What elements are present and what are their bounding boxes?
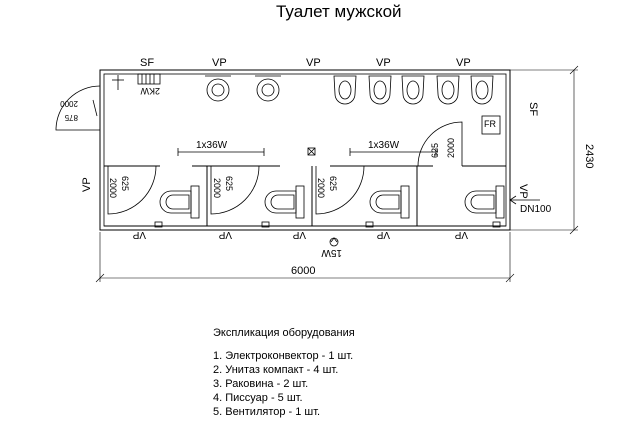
floor-drain-icon — [154, 221, 163, 228]
vp-urinal-label: VP — [456, 57, 471, 69]
vp-left-label: VP — [81, 177, 93, 192]
cabin-dim-label: 2000 — [446, 138, 456, 158]
plan-title: Туалет мужской — [276, 2, 402, 21]
cabin-dim-label: 625 — [430, 143, 440, 158]
urinal-group — [333, 75, 494, 105]
cabin-dim-label: 625 — [224, 176, 234, 191]
dimension-length — [95, 232, 515, 283]
toilet-group — [159, 185, 505, 219]
legend-item: 4. Писсуар - 5 шт. — [213, 392, 303, 404]
vp-right-label: VP — [517, 184, 529, 199]
floor-drain-icon — [365, 221, 374, 228]
legend-item: 1. Электроконвектор - 1 шт. — [213, 350, 354, 362]
fr-box — [481, 115, 501, 135]
toilet-icon — [159, 185, 200, 219]
door-width-label: 875 — [64, 113, 78, 122]
fan-label: 15W — [321, 247, 342, 258]
heater-icon — [137, 73, 161, 85]
toilet-icon — [369, 185, 410, 219]
legend-item: 3. Раковина - 2 шт. — [213, 378, 309, 390]
vp-mid-label: VP — [306, 57, 321, 69]
cabin-walls — [104, 165, 506, 227]
cabin-dim-label: 2000 — [316, 178, 326, 198]
heater-label: 2KW — [140, 86, 160, 96]
lamp-label: 1x36W — [196, 140, 228, 151]
vp-sink-label: VP — [212, 57, 227, 69]
cabin-dim-label: 2000 — [108, 178, 118, 198]
sf-right-label: SF — [527, 102, 539, 116]
junction-box-icon — [307, 147, 316, 156]
drain-label: DN100 — [520, 204, 552, 215]
door-height-label: 2000 — [60, 99, 78, 108]
urinal-icon — [368, 75, 392, 105]
lamp-icon — [349, 148, 437, 156]
cabin-dim-label: 2000 — [212, 178, 222, 198]
cabin-door — [417, 121, 463, 167]
vp-bottom-label: VP — [376, 229, 390, 240]
vp-bottom-label: VP — [454, 229, 468, 240]
urinal-icon — [470, 75, 494, 105]
floor-drain-icon — [492, 221, 501, 228]
toilet-icon — [464, 185, 505, 219]
lamp-label: 1x36W — [368, 140, 400, 151]
width-label: 2430 — [583, 144, 595, 168]
cabin-dim-label: 625 — [120, 176, 130, 191]
length-label: 6000 — [291, 265, 315, 277]
vp-bottom-label: VP — [132, 229, 146, 240]
cabin-door — [210, 165, 260, 215]
fan-icon — [329, 237, 339, 247]
urinal-icon — [436, 75, 460, 105]
urinal-icon — [401, 75, 425, 105]
switch-icon — [112, 75, 124, 90]
legend-item: 5. Вентилятор - 1 шт. — [213, 406, 321, 418]
cabin-doors — [107, 121, 501, 228]
cabin-door — [107, 165, 157, 215]
vp-urinal-label: VP — [376, 57, 391, 69]
drain-arrow-icon — [509, 195, 540, 205]
legend-heading: Экспликация оборудования — [213, 327, 355, 339]
lamp-icon — [177, 148, 265, 156]
dimension-width — [510, 65, 579, 235]
fr-label: FR — [484, 119, 496, 129]
toilet-icon — [264, 185, 305, 219]
urinal-icon — [333, 75, 357, 105]
vp-bottom-label: VP — [292, 229, 306, 240]
sf-top-label: SF — [140, 57, 154, 69]
floor-drain-icon — [261, 221, 270, 228]
cabin-door — [315, 165, 365, 215]
cabin-dim-label: 625 — [328, 176, 338, 191]
vp-bottom-label: VP — [218, 229, 232, 240]
entrance-door: 875 2000 — [55, 85, 101, 131]
sink-icon — [205, 75, 231, 102]
sink-icon — [255, 75, 281, 102]
legend-item: 2. Унитаз компакт - 4 шт. — [213, 364, 339, 376]
